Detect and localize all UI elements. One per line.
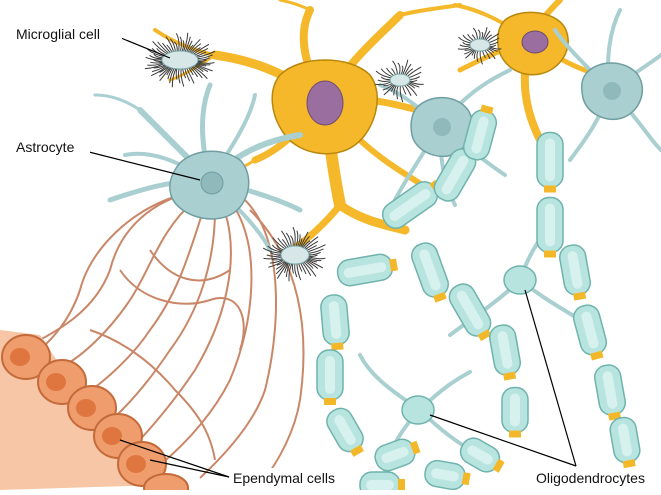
neuron-nucleus xyxy=(307,81,343,125)
node-of-ranvier xyxy=(509,431,521,438)
myelin-segment xyxy=(537,133,563,193)
node-of-ranvier xyxy=(544,251,556,258)
node-of-ranvier xyxy=(544,186,556,193)
oligodendrocyte xyxy=(504,266,536,294)
neuron-nucleus xyxy=(522,31,548,53)
label-astrocyte: Astrocyte xyxy=(16,139,75,155)
label-ependymal-cells: Ependymal cells xyxy=(233,470,335,486)
oligodendrocyte xyxy=(402,396,434,424)
node-of-ranvier xyxy=(324,398,336,405)
myelin-segment xyxy=(317,350,343,405)
label-microglial-cell: Microglial cell xyxy=(16,26,100,42)
node-of-ranvier xyxy=(398,479,405,490)
label-oligodendrocytes: Oligodendrocytes xyxy=(536,470,645,486)
myelin-segment xyxy=(502,388,528,438)
node-of-ranvier xyxy=(331,342,344,350)
myelin-segment xyxy=(537,198,563,258)
